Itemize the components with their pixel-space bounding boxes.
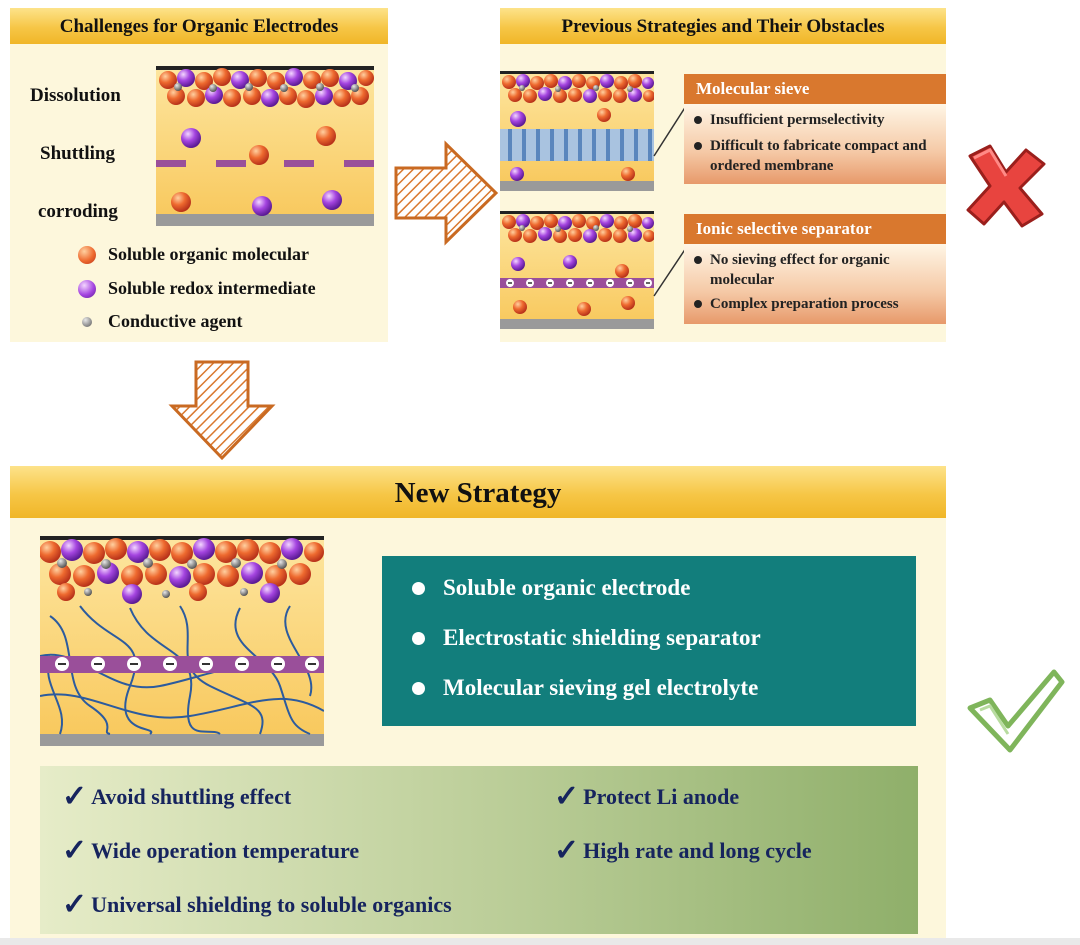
checkmark-icon: ✓ (62, 888, 88, 921)
corroding-label: corroding (38, 201, 118, 222)
strategy-point: Molecular sieving gel electrolyte (412, 663, 916, 713)
challenges-panel: Challenges for Organic Electrodes Dissol… (10, 8, 388, 342)
molecular-sieve-obstacles: Insufficient permselectivity Difficult t… (684, 104, 946, 184)
shuttling-label: Shuttling (40, 143, 115, 164)
benefit-item: ✓Universal shielding to soluble organics (62, 888, 452, 921)
obstacle-item: Difficult to fabricate compact and order… (694, 136, 940, 176)
legend-item-organic: Soluble organic molecular (78, 244, 309, 265)
legend-label: Soluble redox intermediate (108, 278, 316, 298)
cross-mark-icon (966, 144, 1046, 228)
right-arrow-icon (394, 140, 499, 246)
bullet-icon (412, 681, 425, 695)
connector-lines (653, 105, 687, 297)
check-mark-icon (967, 669, 1065, 753)
gray-sphere-icon (82, 316, 92, 327)
legend-item-conductive: Conductive agent (78, 311, 243, 332)
checkmark-icon: ✓ (62, 834, 88, 867)
bullet-icon (412, 631, 425, 645)
bullet-icon (694, 300, 702, 308)
strategy-points-box: Soluble organic electrode Electrostatic … (382, 556, 916, 726)
bullet-icon (694, 256, 702, 264)
bullet-icon (694, 116, 702, 124)
dissolution-label: Dissolution (30, 85, 121, 106)
down-arrow-icon (168, 360, 276, 461)
ionic-separator-obstacles: No sieving effect for organic molecular … (684, 244, 946, 324)
purple-sphere-icon (78, 279, 96, 298)
ionic-separator-illustration (500, 211, 654, 329)
challenges-title: Challenges for Organic Electrodes (10, 8, 388, 44)
strategy-point: Electrostatic shielding separator (412, 613, 916, 663)
previous-panel: Previous Strategies and Their Obstacles (500, 8, 946, 342)
benefits-box: ✓Avoid shuttling effect ✓Wide operation … (40, 766, 918, 934)
benefit-item: ✓Avoid shuttling effect (62, 780, 292, 813)
bullet-icon (694, 142, 702, 150)
previous-title: Previous Strategies and Their Obstacles (500, 8, 946, 44)
bottom-strip (0, 938, 1080, 945)
checkmark-icon: ✓ (62, 780, 88, 813)
legend-label: Soluble organic molecular (108, 244, 309, 264)
checkmark-icon: ✓ (554, 780, 580, 813)
obstacle-item: No sieving effect for organic molecular (694, 250, 940, 290)
orange-sphere-icon (78, 245, 96, 264)
benefit-item: ✓Wide operation temperature (62, 834, 360, 867)
molecular-sieve-title: Molecular sieve (684, 74, 946, 104)
legend-label: Conductive agent (108, 311, 243, 331)
new-strategy-title: New Strategy (10, 466, 946, 518)
checkmark-icon: ✓ (554, 834, 580, 867)
benefit-item: ✓Protect Li anode (554, 780, 740, 813)
legend-item-intermediate: Soluble redox intermediate (78, 278, 316, 299)
new-strategy-panel: New Strategy (10, 466, 946, 938)
obstacle-item: Complex preparation process (694, 294, 940, 314)
strategy-point: Soluble organic electrode (412, 563, 916, 613)
new-strategy-illustration (40, 536, 324, 746)
molecular-sieve-illustration (500, 71, 654, 191)
ionic-separator-title: Ionic selective separator (684, 214, 946, 244)
challenges-cell-illustration (156, 66, 374, 226)
obstacle-item: Insufficient permselectivity (694, 110, 940, 130)
benefit-item: ✓High rate and long cycle (554, 834, 812, 867)
bullet-icon (412, 581, 425, 595)
